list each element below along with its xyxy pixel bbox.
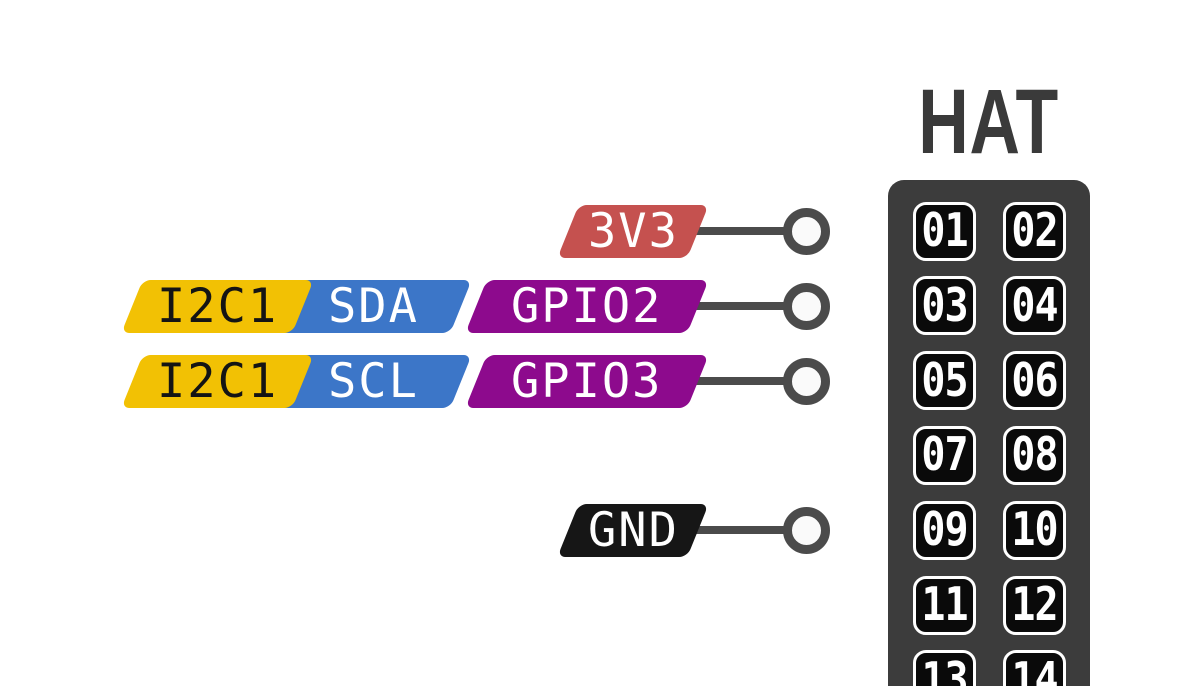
hat-title: HAT: [918, 71, 1060, 173]
label-3v3: 3V3: [557, 204, 709, 259]
pin-02: 02: [1003, 201, 1066, 261]
pin-ring-05: [783, 357, 830, 405]
pin-number: 07: [921, 428, 968, 482]
pin-number: 09: [921, 503, 968, 557]
pin-14: 14: [1003, 650, 1066, 686]
hat-title-wrap: HAT: [888, 76, 1090, 168]
label-gpio3: GPIO3: [465, 354, 709, 409]
label-text: SCL: [328, 354, 419, 409]
pin-number: 10: [1011, 503, 1058, 557]
label-gnd: GND: [557, 503, 709, 558]
pin-05: 05: [913, 351, 976, 411]
pin-08: 08: [1003, 425, 1066, 485]
pin-number: 06: [1011, 354, 1058, 408]
label-text: GPIO3: [511, 354, 663, 409]
pin-number: 08: [1011, 428, 1058, 482]
pin-number: 12: [1011, 578, 1058, 632]
pin-09: 09: [913, 500, 976, 560]
hat-header-block: 01 02 03 04 05 06 07 08 09 10 11 12 13 14: [888, 180, 1090, 686]
pin-ring-09: [783, 506, 830, 554]
pin-number: 14: [1011, 653, 1058, 686]
pin-01: 01: [913, 201, 976, 261]
pin-10: 10: [1003, 500, 1066, 560]
pin-06: 06: [1003, 351, 1066, 411]
label-text: 3V3: [587, 204, 679, 259]
label-text: SDA: [328, 279, 419, 334]
pin-ring-03: [783, 282, 830, 330]
pin-number: 01: [921, 204, 968, 258]
pin-number: 13: [921, 653, 968, 686]
pin-12: 12: [1003, 575, 1066, 635]
label-i2c1: I2C1: [121, 279, 314, 334]
wire-to-pin-01: [690, 227, 790, 235]
pin-number: 03: [921, 279, 968, 333]
pin-03: 03: [913, 276, 976, 336]
pin-ring-01: [783, 207, 830, 255]
wire-to-pin-05: [690, 377, 790, 385]
pin-13: 13: [913, 650, 976, 686]
label-text: I2C1: [156, 354, 279, 409]
label-text: GPIO2: [511, 279, 663, 334]
pin-number: 05: [921, 354, 968, 408]
pin-number: 11: [921, 578, 968, 632]
label-text: I2C1: [156, 279, 279, 334]
wire-to-pin-09: [690, 526, 790, 534]
wire-to-pin-03: [690, 302, 790, 310]
pin-number: 04: [1011, 279, 1058, 333]
pin-04: 04: [1003, 276, 1066, 336]
pin-11: 11: [913, 575, 976, 635]
pin-number: 02: [1011, 204, 1058, 258]
label-gpio2: GPIO2: [465, 279, 709, 334]
pin-07: 07: [913, 425, 976, 485]
label-i2c1: I2C1: [121, 354, 314, 409]
label-text: GND: [587, 503, 679, 558]
